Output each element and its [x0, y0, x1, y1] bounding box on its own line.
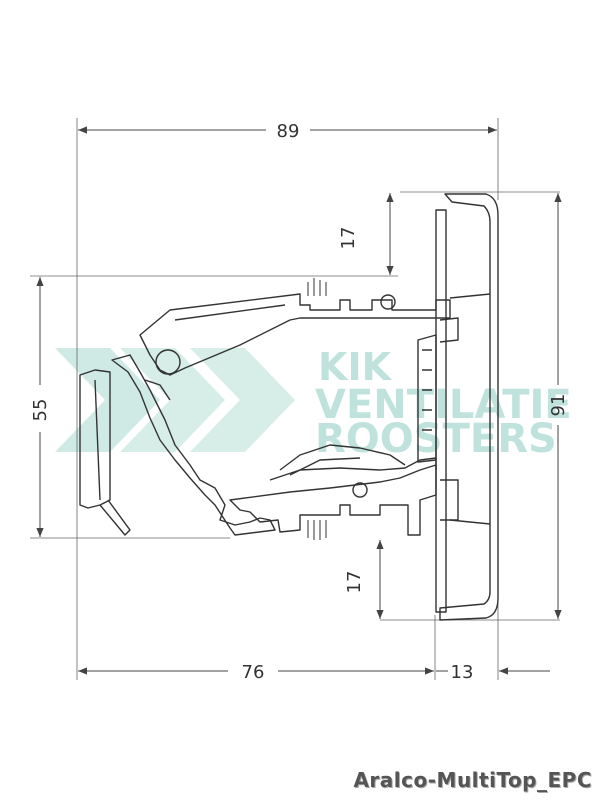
dim-total-width: 89 — [277, 121, 300, 142]
dim-bottom-offset: 17 — [344, 571, 365, 594]
dim-left-height: 55 — [30, 399, 51, 422]
cover-cap — [439, 193, 499, 621]
watermark-ventilatie: VENTILATIE — [315, 382, 572, 428]
watermark-chevron-mid — [120, 348, 225, 452]
left-flap — [79, 369, 111, 509]
dimension-lines — [36, 126, 562, 675]
pivot — [155, 349, 181, 375]
top-body — [139, 293, 451, 376]
brush-bottom — [307, 520, 327, 540]
seal — [269, 457, 437, 481]
extension-lines — [30, 118, 560, 680]
brush-top — [307, 278, 327, 296]
ribbed-insert — [417, 334, 437, 463]
dim-right-width: 13 — [451, 662, 474, 683]
watermark-logo: KIK VENTILATIE ROOSTERS — [55, 345, 572, 462]
flap-inner — [111, 354, 276, 536]
bottom-body — [229, 464, 437, 536]
dim-top-offset: 17 — [338, 227, 359, 250]
dim-left-width: 76 — [242, 662, 265, 683]
dimension-labels: 89 76 13 55 91 17 17 — [30, 121, 569, 683]
watermark-kik: KIK — [318, 345, 393, 389]
caption-model-name: Aralco-MultiTop_EPC — [353, 768, 592, 792]
dim-right-height: 91 — [548, 394, 569, 417]
grille-profile — [79, 193, 499, 621]
watermark-chevron-right — [190, 348, 295, 452]
